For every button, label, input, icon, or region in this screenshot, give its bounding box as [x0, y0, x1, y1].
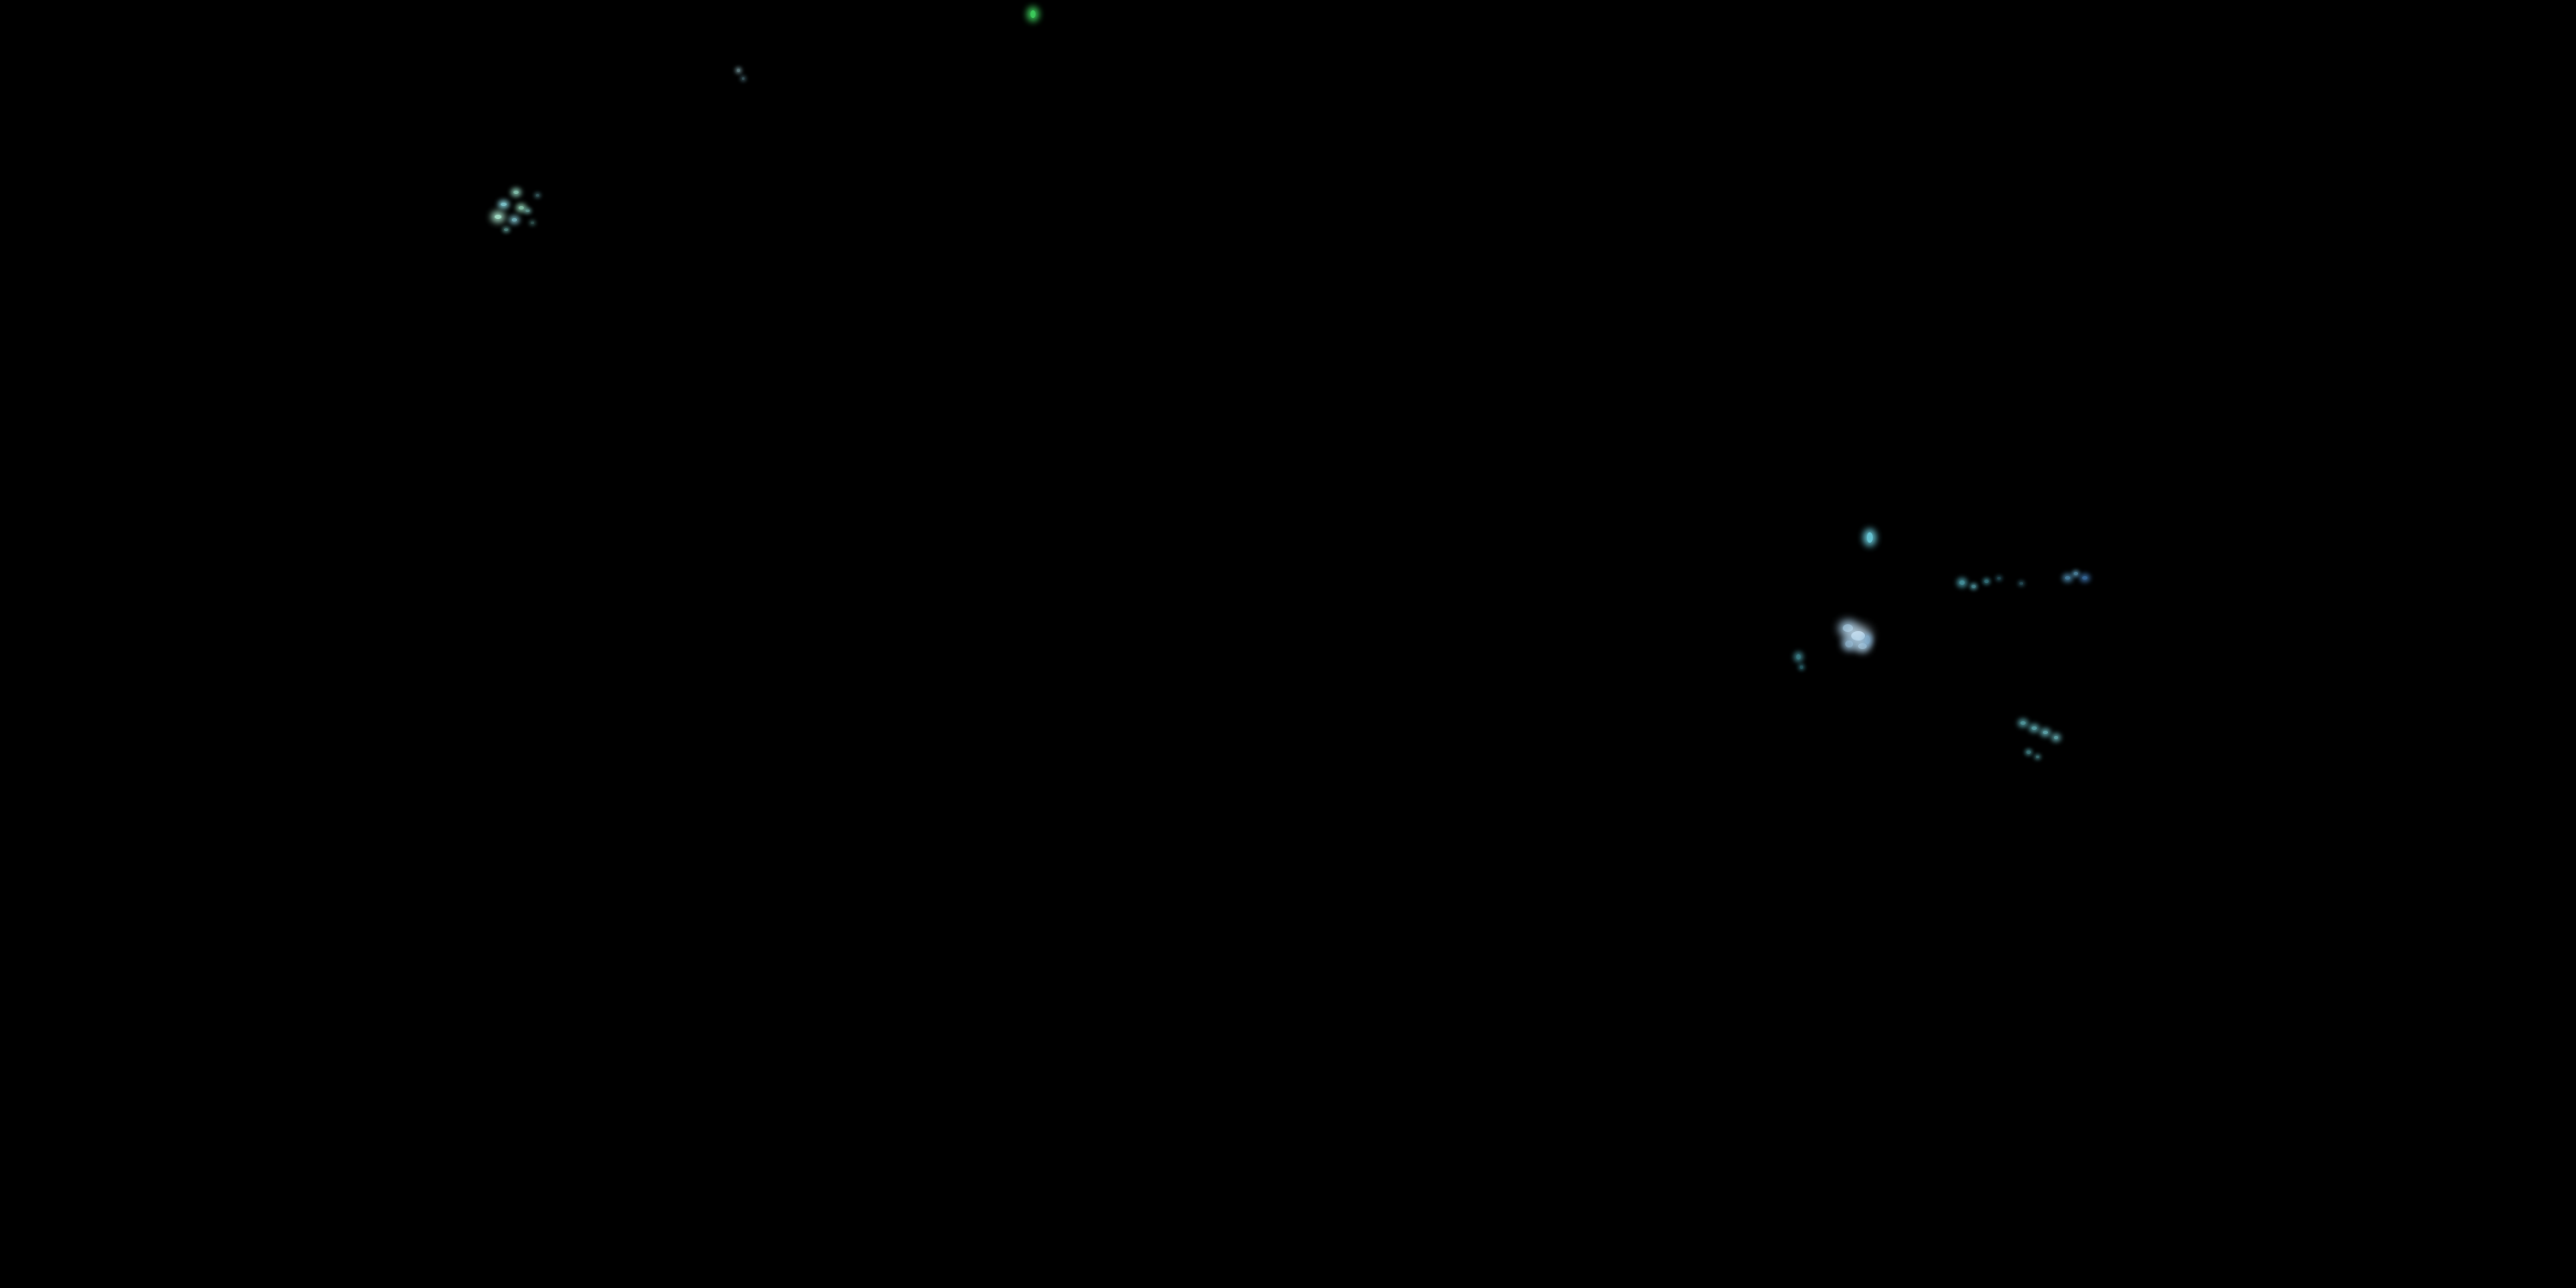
- glow-particle: [1843, 624, 1853, 632]
- glow-particle: [2036, 756, 2039, 758]
- glow-particle: [2020, 721, 2026, 725]
- glow-particle: [1851, 631, 1865, 641]
- glow-particle: [513, 191, 519, 194]
- glow-particle: [501, 203, 507, 206]
- glow-particle: [1971, 585, 1976, 588]
- glow-particle: [2074, 572, 2078, 575]
- glow-particle: [2054, 736, 2058, 739]
- glow-particle: [2026, 750, 2031, 754]
- glow-particle: [1030, 10, 1036, 18]
- glow-particle: [1867, 532, 1873, 543]
- glow-particle: [526, 210, 530, 212]
- glow-particle: [1865, 635, 1870, 644]
- glow-particle: [531, 222, 534, 224]
- glow-particle: [1796, 654, 1801, 659]
- glow-particle: [2065, 576, 2070, 580]
- glow-particle: [1997, 577, 2001, 580]
- glow-particle: [1959, 580, 1965, 585]
- glow-particle: [536, 194, 539, 197]
- glow-particle: [1800, 665, 1803, 669]
- glow-particle: [737, 69, 740, 72]
- glow-particle: [1984, 580, 1989, 583]
- glow-particle: [2020, 582, 2023, 585]
- glow-particle: [1858, 643, 1867, 649]
- glow-particle: [2082, 576, 2087, 580]
- glow-particle: [512, 218, 517, 222]
- glow-particle: [2043, 731, 2048, 734]
- glow-particle: [495, 215, 501, 219]
- glow-particle: [742, 77, 744, 80]
- glow-particle: [519, 206, 524, 210]
- glow-particle: [1845, 641, 1853, 647]
- glow-particle: [504, 228, 508, 231]
- glow-particle: [2032, 726, 2037, 730]
